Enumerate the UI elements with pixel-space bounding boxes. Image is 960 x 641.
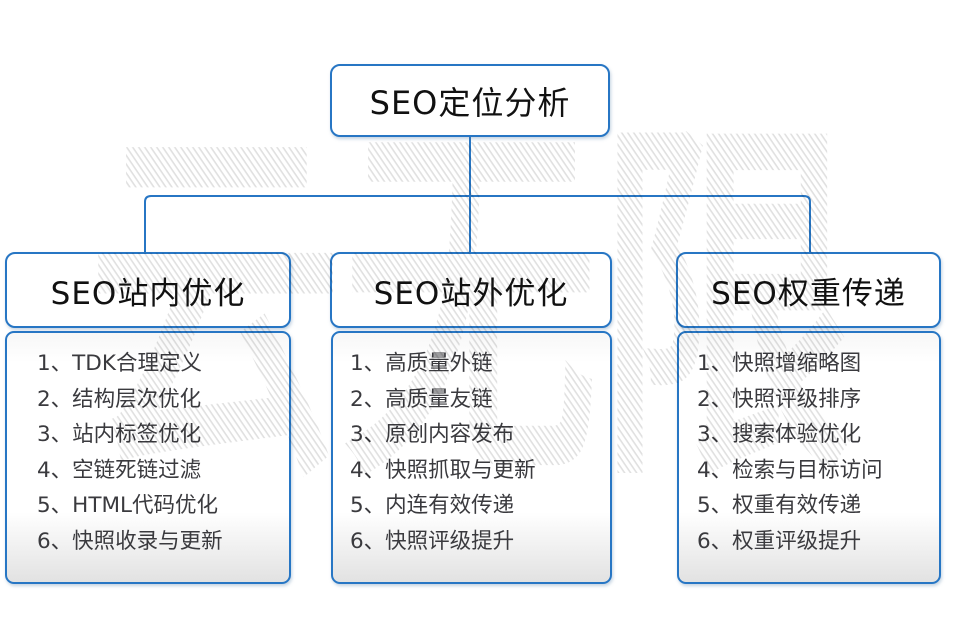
list-item: 5、HTML代码优化 <box>37 493 219 519</box>
branch-title: SEO站外优化 <box>373 275 569 312</box>
root-node-seo-positioning: SEO定位分析 <box>330 64 610 137</box>
branch-title: SEO权重传递 <box>711 275 906 312</box>
branch-list-offsite: 1、高质量外链 2、高质量友链 3、原创内容发布 4、快照抓取与更新 5、内连有… <box>331 331 612 584</box>
list-item: 6、快照收录与更新 <box>37 528 223 554</box>
list-item: 6、权重评级提升 <box>697 528 862 554</box>
branch-list-onsite: 1、TDK合理定义 2、结构层次优化 3、站内标签优化 4、空链死链过滤 5、H… <box>5 331 291 584</box>
list-item: 4、检索与目标访问 <box>697 457 883 483</box>
branch-header-weight: SEO权重传递 <box>676 252 941 328</box>
list-item: 1、TDK合理定义 <box>37 351 202 376</box>
list-item: 6、快照评级提升 <box>350 528 515 554</box>
item-list: 1、快照增缩略图 2、快照评级排序 3、搜索体验优化 4、检索与目标访问 5、权… <box>679 333 939 560</box>
branch-header-onsite: SEO站内优化 <box>5 252 291 328</box>
list-item: 4、快照抓取与更新 <box>350 457 536 483</box>
item-list: 1、TDK合理定义 2、结构层次优化 3、站内标签优化 4、空链死链过滤 5、H… <box>7 333 289 560</box>
list-item: 1、高质量外链 <box>350 351 493 376</box>
list-item: 2、高质量友链 <box>350 386 493 412</box>
list-item: 1、快照增缩略图 <box>697 351 862 376</box>
branch-title: SEO站内优化 <box>50 275 246 312</box>
branch-list-weight: 1、快照增缩略图 2、快照评级排序 3、搜索体验优化 4、检索与目标访问 5、权… <box>677 331 941 584</box>
list-item: 4、空链死链过滤 <box>37 457 202 483</box>
list-item: 3、原创内容发布 <box>350 422 515 448</box>
root-node-title: SEO定位分析 <box>369 83 571 122</box>
connector-branches <box>144 195 811 252</box>
branch-header-offsite: SEO站外优化 <box>330 252 612 328</box>
list-item: 3、站内标签优化 <box>37 422 202 448</box>
list-item: 3、搜索体验优化 <box>697 422 862 448</box>
list-item: 5、权重有效传递 <box>697 493 862 519</box>
list-item: 2、结构层次优化 <box>37 386 202 412</box>
list-item: 5、内连有效传递 <box>350 493 515 519</box>
list-item: 2、快照评级排序 <box>697 386 862 412</box>
item-list: 1、高质量外链 2、高质量友链 3、原创内容发布 4、快照抓取与更新 5、内连有… <box>333 333 610 560</box>
